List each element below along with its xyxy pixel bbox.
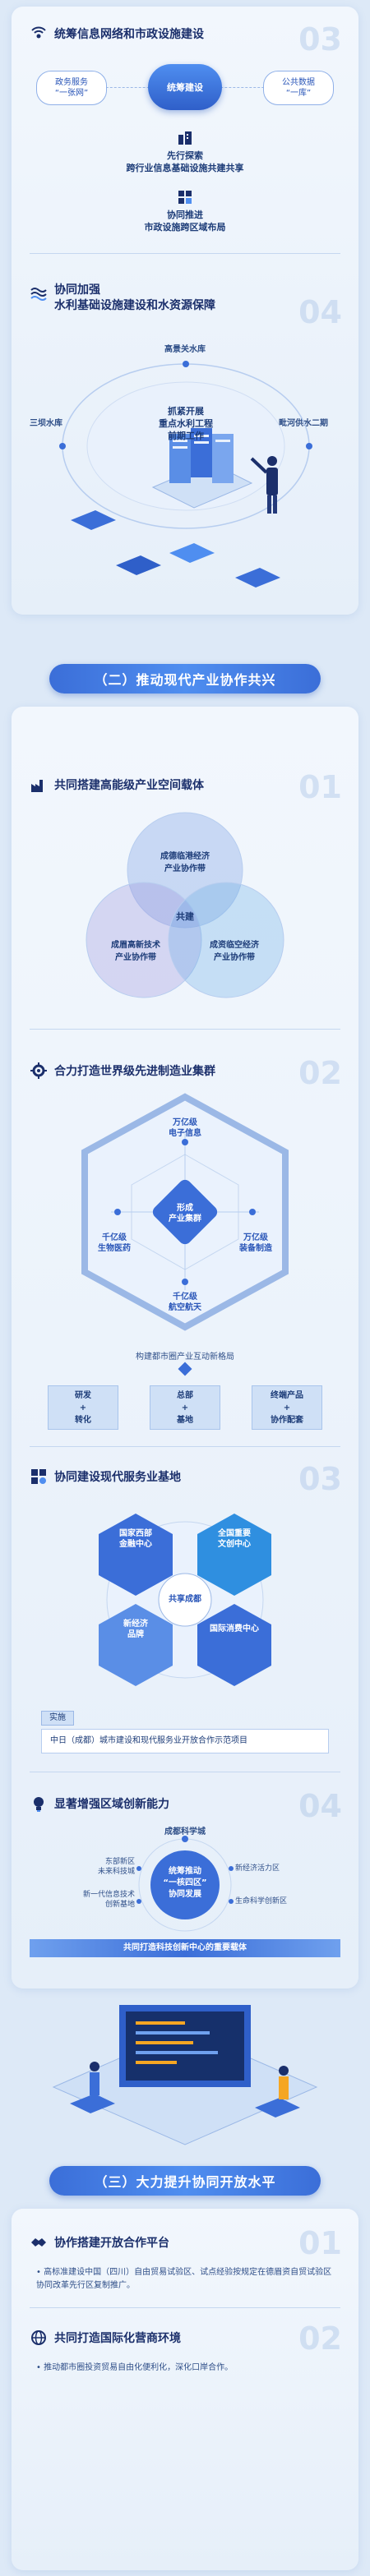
hex-neweconomy: 新经济 品牌 bbox=[123, 1620, 148, 1639]
section-title: 共同打造国际化营商环境 bbox=[54, 2332, 181, 2345]
section-number: 02 bbox=[298, 2320, 342, 2357]
banner-opening: （三）大力提升协同开放水平 bbox=[49, 2166, 321, 2196]
circle-chengmei: 成眉高新技术 产业协作带 bbox=[111, 941, 160, 962]
section-title: 共同搭建高能级产业空间载体 bbox=[54, 779, 204, 792]
service-hex-diagram bbox=[99, 1514, 271, 1686]
box-terminal: 终端产品 + 协作配套 bbox=[252, 1385, 322, 1430]
circle-chengzi: 成资临空经济 产业协作带 bbox=[210, 941, 259, 962]
section-number: 03 bbox=[298, 21, 342, 58]
divider bbox=[30, 1029, 340, 1030]
item-explore: 先行探索 跨行业信息基础设施共建共享 bbox=[126, 150, 244, 173]
hexagon-diagram bbox=[81, 1093, 289, 1331]
banner-industry: （二）推动现代产业协作共兴 bbox=[49, 664, 321, 694]
venn-diagram bbox=[86, 812, 284, 998]
innovation-bar: 共同打造科技创新中心的重要载体 bbox=[30, 1939, 340, 1957]
section-number: 04 bbox=[298, 294, 342, 330]
card-infrastructure: 03 统筹信息网络和市政设施建设 政务服务 “一张网” 统筹建设 公共数据 “一… bbox=[12, 7, 358, 615]
hex-finance: 国家西部 金融中心 bbox=[119, 1529, 152, 1549]
card-industry: 01 共同搭建高能级产业空间载体 成德临港经济 产业协作带 成眉高新技术 产业协… bbox=[12, 707, 358, 1988]
hex-consumption: 国际消费中心 bbox=[210, 1624, 259, 1634]
service-icon bbox=[31, 1469, 46, 1484]
label-pihe: 毗河供水二期 bbox=[279, 419, 328, 428]
service-center: 共享成都 bbox=[169, 1595, 201, 1604]
section-number: 04 bbox=[298, 1788, 342, 1824]
label-life-science: 生命科学创新区 bbox=[235, 1897, 288, 1906]
water-icon bbox=[30, 288, 47, 301]
innovation-orbit bbox=[136, 1836, 234, 1932]
handshake-icon bbox=[31, 2238, 46, 2247]
gear-icon bbox=[30, 1062, 47, 1079]
label-science-city: 成都科学城 bbox=[164, 1827, 206, 1836]
section-title: 统筹信息网络和市政设施建设 bbox=[54, 28, 204, 41]
section-title: 协同加强 水利基础设施建设和水资源保障 bbox=[54, 283, 215, 312]
gov-service-pill: 政务服务 “一张网” bbox=[36, 71, 107, 105]
circle-chengde: 成德临港经济 产业协作带 bbox=[160, 852, 210, 873]
section-heading: 协同建设现代服务业基地 bbox=[30, 1468, 181, 1486]
section-text: • 高标准建设中国（四川）自由贸易试验区、试点经验按规定在德眉资自贸试验区协同改… bbox=[36, 2268, 332, 2290]
section-heading: 共同打造国际化营商环境 bbox=[30, 2329, 181, 2347]
circle-center: 共建 bbox=[176, 911, 194, 922]
buildings-icon bbox=[178, 131, 192, 145]
project-box: 中日（成都）城市建设和现代服务业开放合作示范项目 bbox=[41, 1729, 329, 1753]
label-east-district: 东部新区 未来科技城 bbox=[97, 1858, 135, 1876]
tech-illustration bbox=[52, 2005, 318, 2145]
water-illustration bbox=[59, 361, 312, 588]
label-it-base: 新一代信息技术 创新基地 bbox=[82, 1891, 135, 1909]
section-title: 显著增强区域创新能力 bbox=[54, 1798, 169, 1811]
label-vitality: 新经济活力区 bbox=[235, 1864, 280, 1873]
hex-right: 万亿级 装备制造 bbox=[239, 1233, 272, 1253]
water-center-text: 抓紧开展 重点水利工程 前期工作 bbox=[159, 406, 213, 441]
hex-center: 形成 产业集群 bbox=[169, 1204, 201, 1223]
section-title: 合力打造世界级先进制造业集群 bbox=[54, 1065, 215, 1078]
card-opening: 01 协作搭建开放合作平台 • 高标准建设中国（四川）自由贸易试验区、试点经验按… bbox=[12, 2209, 358, 2570]
section-heading: 共同搭建高能级产业空间载体 bbox=[30, 776, 204, 794]
box-hq: 总部 + 基地 bbox=[150, 1385, 220, 1430]
section-heading: 协作搭建开放合作平台 bbox=[30, 2233, 169, 2251]
section-heading: 协同加强 水利基础设施建设和水资源保障 bbox=[30, 283, 215, 314]
section-heading: 合力打造世界级先进制造业集群 bbox=[30, 1062, 215, 1080]
globe-icon bbox=[31, 2330, 46, 2345]
section-text: • 推动都市圈投资贸易自由化便利化，深化口岸合作。 bbox=[36, 2363, 234, 2372]
implement-tag: 实施 bbox=[41, 1711, 74, 1726]
section-number: 01 bbox=[298, 769, 342, 805]
section-title: 协作搭建开放合作平台 bbox=[54, 2237, 169, 2250]
hex-bottom: 千亿级 航空航天 bbox=[169, 1293, 201, 1312]
grid-icon bbox=[178, 191, 192, 204]
innovation-center: 统筹推动 “一核四区” 协同发展 bbox=[163, 1867, 207, 1899]
diamond-marker bbox=[178, 1362, 192, 1376]
divider bbox=[30, 2307, 340, 2308]
factory-icon bbox=[31, 780, 43, 792]
lightbulb-icon bbox=[34, 1797, 44, 1812]
item-coordinate: 协同推进 市政设施跨区域布局 bbox=[144, 210, 226, 233]
hex-culture: 全国重要 文创中心 bbox=[218, 1529, 251, 1549]
caption-new-pattern: 构建都市圈产业互动新格局 bbox=[136, 1353, 234, 1362]
label-gaojingguan: 高景关水库 bbox=[164, 345, 206, 354]
box-rd: 研发 + 转化 bbox=[48, 1385, 118, 1430]
label-sanba: 三坝水库 bbox=[30, 419, 62, 428]
section-heading: 显著增强区域创新能力 bbox=[30, 1795, 169, 1813]
signal-icon bbox=[31, 26, 46, 39]
section-title: 协同建设现代服务业基地 bbox=[54, 1471, 181, 1484]
unified-build-pill: 统筹建设 bbox=[148, 64, 222, 110]
public-data-pill: 公共数据 “一库” bbox=[263, 71, 334, 105]
hex-top: 万亿级 电子信息 bbox=[169, 1118, 201, 1138]
hex-left: 千亿级 生物医药 bbox=[98, 1233, 131, 1253]
divider bbox=[30, 1446, 340, 1447]
section-number: 02 bbox=[298, 1055, 342, 1091]
section-number: 01 bbox=[298, 2225, 342, 2261]
section-number: 03 bbox=[298, 1461, 342, 1497]
section-heading: 统筹信息网络和市政设施建设 bbox=[30, 25, 204, 43]
divider bbox=[30, 253, 340, 254]
